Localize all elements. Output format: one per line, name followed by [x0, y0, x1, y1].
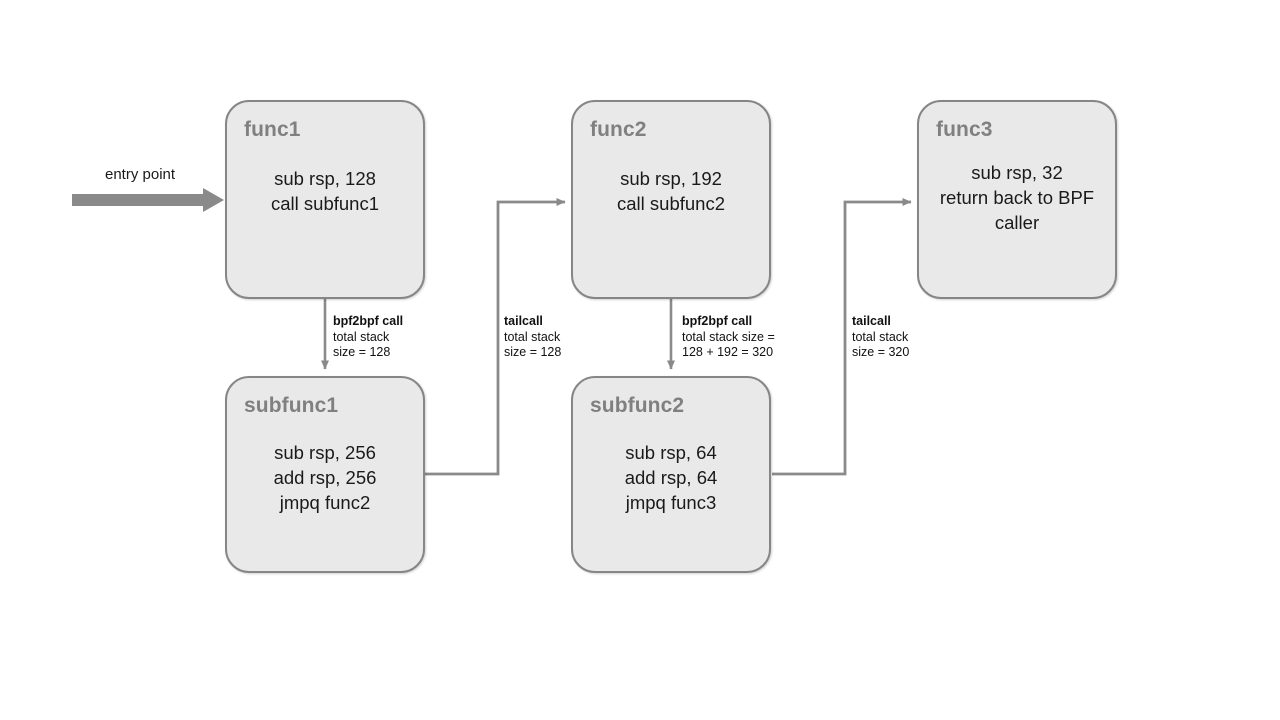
edge-label-subfunc2-to-func3-line-1: total stack: [852, 329, 909, 344]
edge-label-subfunc1-to-func2-line-2: size = 128: [504, 345, 562, 359]
edge-label-subfunc2-to-func3: tailcall total stack size = 320: [852, 314, 909, 361]
node-func2[interactable]: func2 sub rsp, 192 call subfunc2: [571, 100, 771, 299]
node-subfunc2-title: subfunc2: [590, 394, 685, 417]
node-subfunc2-line-1: sub rsp, 64: [625, 442, 717, 463]
node-func1[interactable]: func1 sub rsp, 128 call subfunc1: [225, 100, 425, 299]
edge-label-subfunc2-to-func3-line-2: size = 320: [852, 345, 910, 359]
node-subfunc1-line-1: sub rsp, 256: [274, 442, 376, 463]
node-func3-line-2: return back to BPF: [939, 187, 1095, 208]
node-func3-body: sub rsp, 32 return back to BPF caller: [919, 160, 1115, 235]
edge-label-func1-to-subfunc1-line-1: total stack: [333, 329, 390, 344]
node-subfunc2-line-3: jmpq func3: [625, 492, 717, 513]
node-subfunc1[interactable]: subfunc1 sub rsp, 256 add rsp, 256 jmpq …: [225, 376, 425, 573]
node-func3-line-3: caller: [994, 212, 1040, 233]
edge-label-func2-to-subfunc2-line-2: 128 + 192 = 320: [682, 345, 774, 359]
node-subfunc1-title: subfunc1: [244, 394, 339, 417]
node-func3[interactable]: func3 sub rsp, 32 return back to BPF cal…: [917, 100, 1117, 299]
node-func2-line-1: sub rsp, 192: [620, 168, 722, 189]
node-func1-line-2: call subfunc1: [271, 193, 379, 214]
node-subfunc2[interactable]: subfunc2 sub rsp, 64 add rsp, 64 jmpq fu…: [571, 376, 771, 573]
edge-label-func1-to-subfunc1: bpf2bpf call total stack size = 128: [333, 314, 403, 361]
edge-label-func1-to-subfunc1-kind: bpf2bpf call: [333, 314, 404, 328]
node-subfunc1-line-2: add rsp, 256: [273, 467, 377, 488]
node-subfunc2-body: sub rsp, 64 add rsp, 64 jmpq func3: [573, 440, 769, 515]
edge-label-subfunc1-to-func2-kind: tailcall: [504, 314, 543, 328]
node-func3-title: func3: [936, 118, 993, 141]
node-subfunc2-line-2: add rsp, 64: [624, 467, 718, 488]
node-subfunc1-line-3: jmpq func2: [279, 492, 371, 513]
node-func1-line-1: sub rsp, 128: [274, 168, 376, 189]
node-func1-title: func1: [244, 118, 301, 141]
edge-label-subfunc1-to-func2: tailcall total stack size = 128: [504, 314, 561, 361]
node-func2-title: func2: [590, 118, 647, 141]
node-func3-line-1: sub rsp, 32: [971, 162, 1063, 183]
node-func2-body: sub rsp, 192 call subfunc2: [573, 166, 769, 216]
node-subfunc1-body: sub rsp, 256 add rsp, 256 jmpq func2: [227, 440, 423, 515]
entry-point-arrow: [72, 188, 224, 212]
edge-label-subfunc1-to-func2-line-1: total stack: [504, 329, 561, 344]
node-func2-line-2: call subfunc2: [617, 193, 725, 214]
edge-label-func2-to-subfunc2: bpf2bpf call total stack size = 128 + 19…: [682, 314, 775, 361]
edge-label-func1-to-subfunc1-line-2: size = 128: [333, 345, 391, 359]
edge-label-func2-to-subfunc2-kind: bpf2bpf call: [682, 314, 753, 328]
edge-label-subfunc2-to-func3-kind: tailcall: [852, 314, 891, 328]
edge-label-func2-to-subfunc2-line-1: total stack size =: [682, 329, 775, 344]
entry-point-label: entry point: [105, 166, 176, 183]
node-func1-body: sub rsp, 128 call subfunc1: [227, 166, 423, 216]
